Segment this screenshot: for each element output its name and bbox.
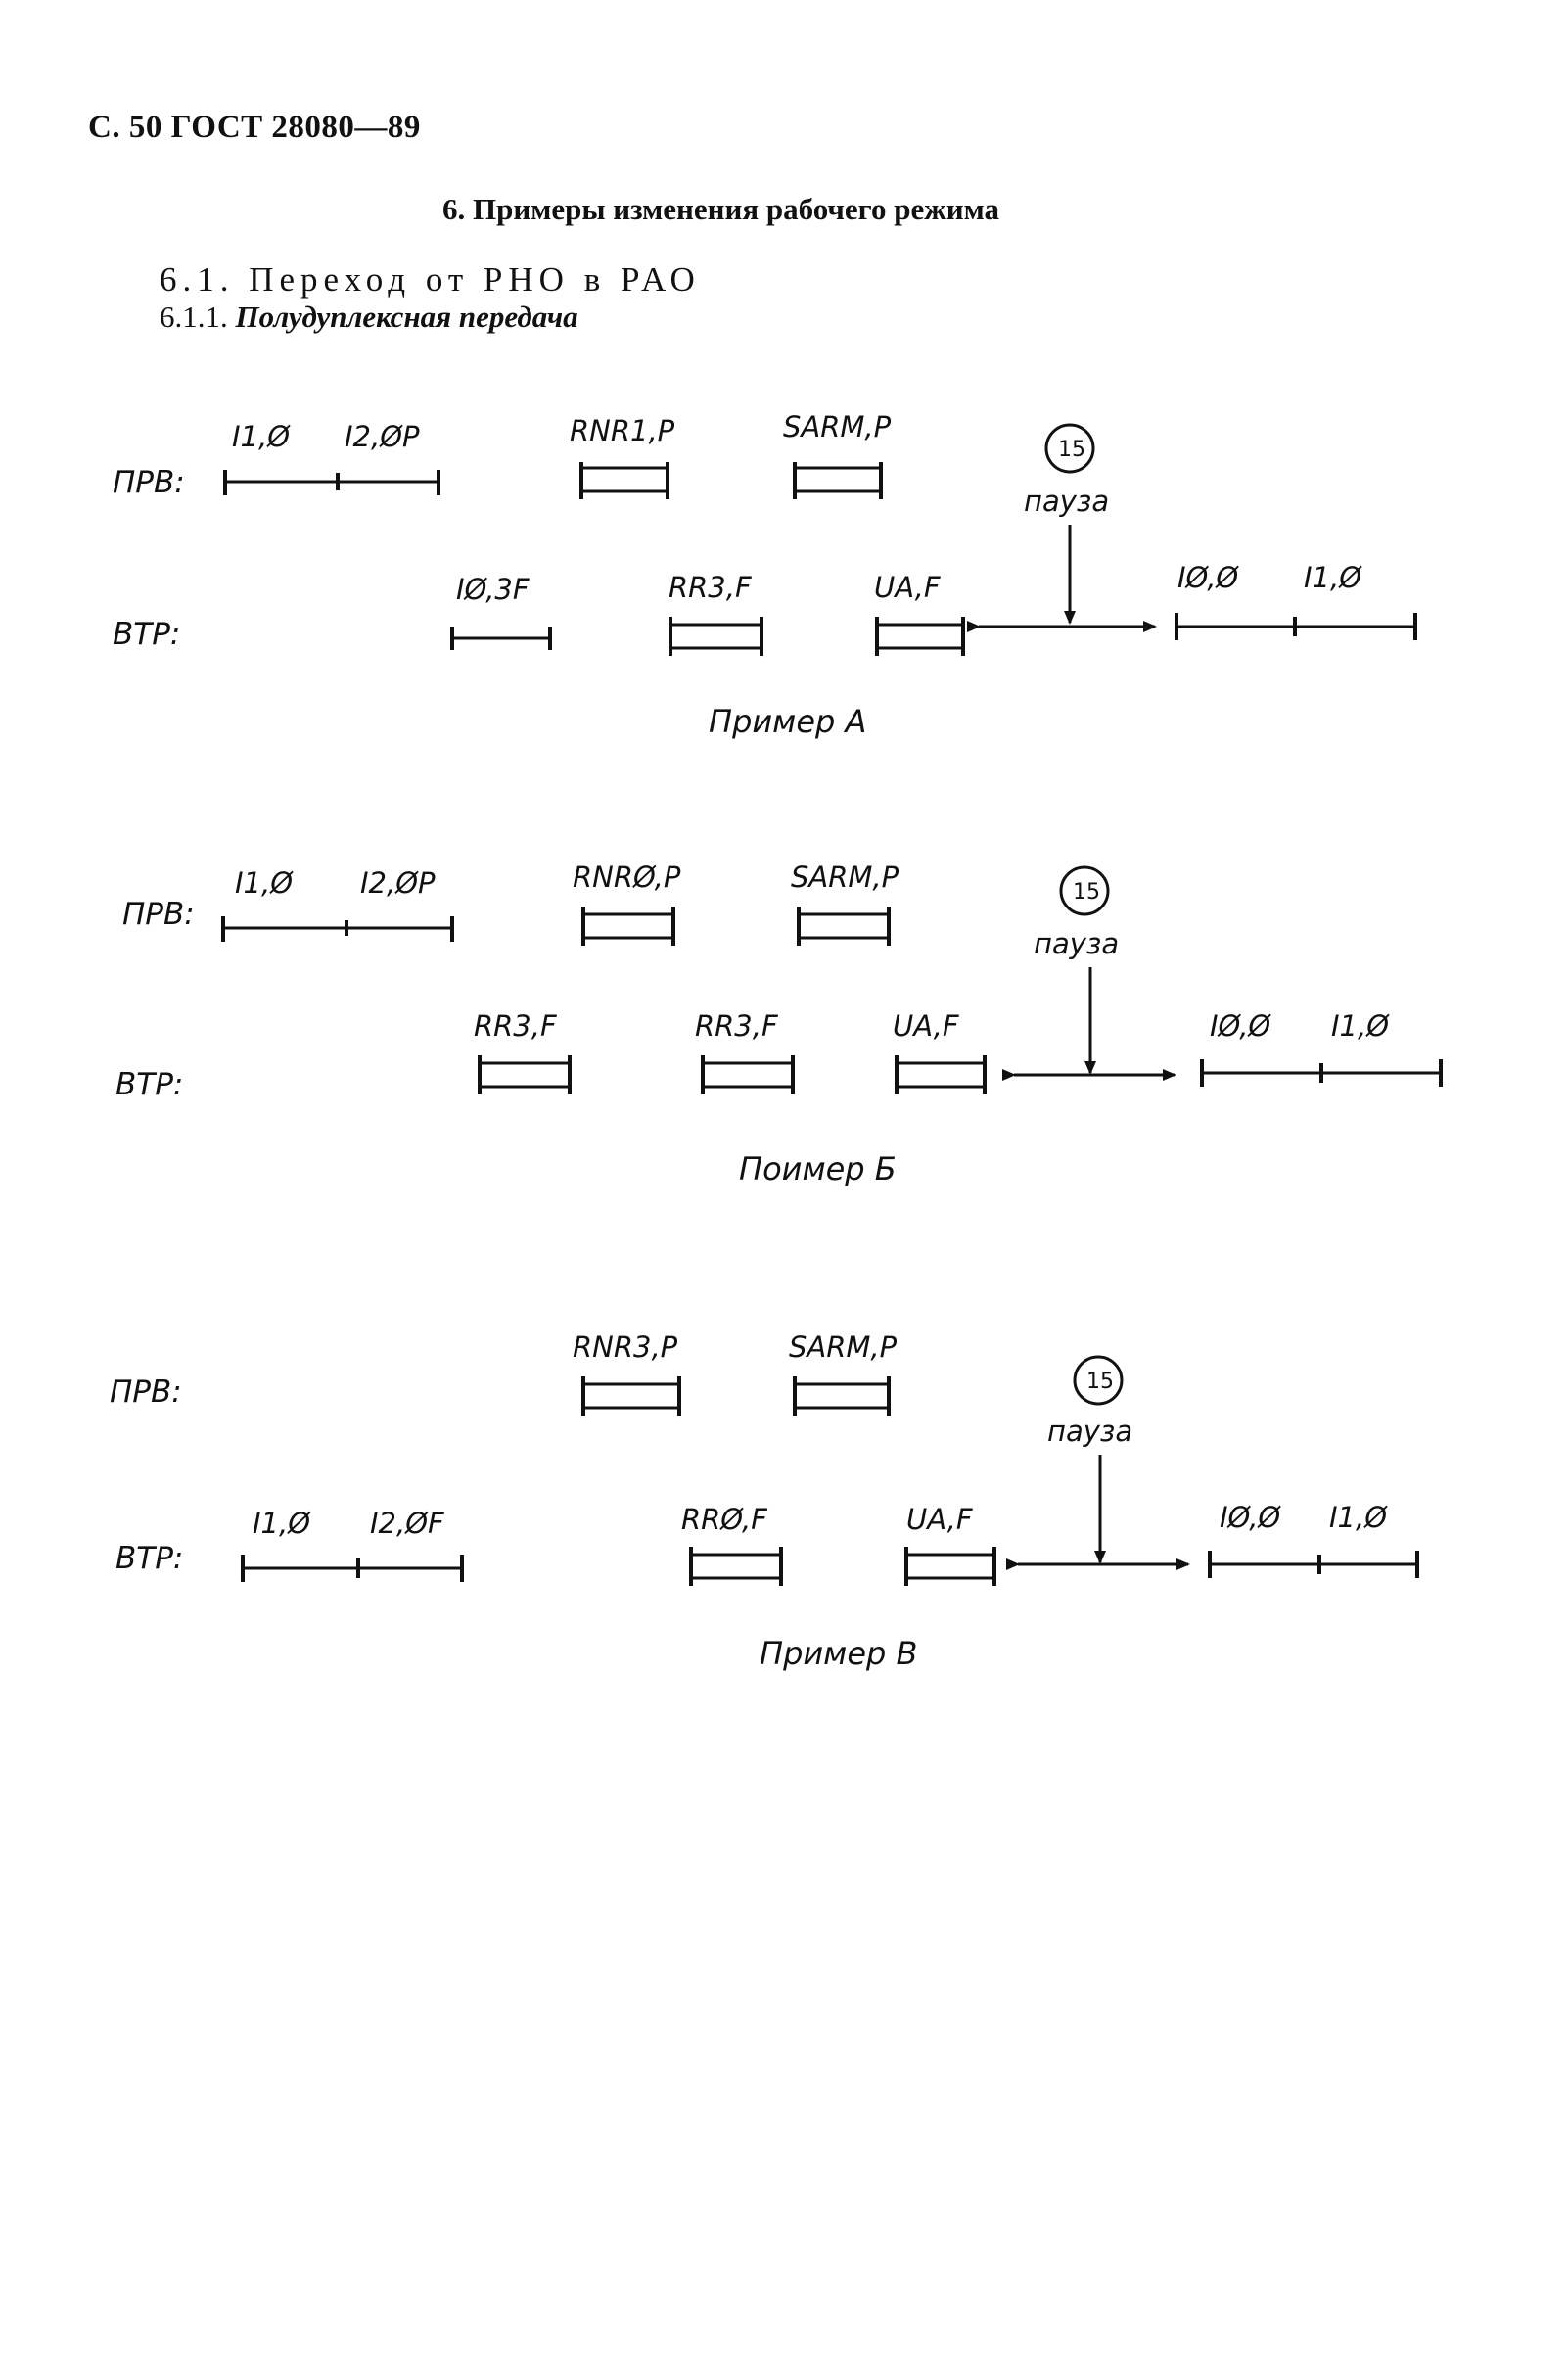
row-label-vtr: ВТР: [115,1541,183,1576]
frame-label: UA,F [906,1503,974,1536]
diagram-example-v: ПРВ: ВТР: RNR3,P SARM,P 15 пауза I1,Ø I2… [110,1330,1419,1672]
subsection-title: Переход от РНО в РАО [249,260,701,299]
frame-label: RR3,F [669,571,753,604]
row-label-vtr: ВТР: [113,617,180,652]
i-frame-sequence [1208,1551,1419,1578]
diagram-example-b: ПРВ: ВТР: I1,Ø I2,ØP RNRØ,P SARM,P 15 па… [115,860,1443,1187]
pause-circle [1073,1355,1124,1406]
frame-label: I1,Ø [1331,1009,1390,1043]
frame-label: I1,Ø [232,420,291,453]
pause-number: 15 [1086,1370,1114,1394]
pause-circle [1044,423,1095,474]
supervisory-frame-box [904,1547,996,1586]
subsubsection-heading: 6.1.1. Полудуплексная передача [160,300,578,335]
diagram-example-a: ПРВ: ВТР: I1,Ø I2,ØP RNR1,P SARM,P 15 па… [113,410,1417,740]
frame-label: IØ,Ø [1177,561,1239,594]
section-title: 6. Примеры изменения рабочего режима [442,192,999,226]
frame-label: IØ,3F [456,573,530,606]
subsection-heading: 6.1. Переход от РНО в РАО [160,260,701,300]
frame-label: I2,ØP [360,866,436,900]
example-caption: Пример А [709,703,866,740]
page-header: С. 50 ГОСТ 28080—89 [88,110,421,145]
frame-label: RR3,F [474,1009,558,1043]
pause-circle [1059,865,1110,916]
frame-label: I2,ØP [345,420,420,453]
supervisory-frame-box [793,1376,891,1416]
pause-label: пауза [1047,1415,1132,1448]
frame-label: I1,Ø [1329,1501,1388,1534]
frame-label: RRØ,F [681,1503,768,1536]
row-label-prv: ПРВ: [110,1374,182,1410]
row-label-vtr: ВТР: [115,1067,183,1102]
frame-label: IØ,Ø [1220,1501,1281,1534]
frame-label: I2,ØF [370,1507,445,1540]
subsubsection-number: 6.1.1. [160,300,228,334]
frame-label: I1,Ø [253,1507,311,1540]
frame-label: RR3,F [695,1009,779,1043]
frame-label: UA,F [893,1009,960,1043]
supervisory-frame-box [669,617,763,656]
frame-label: SARM,P [791,860,899,894]
pause-label: пауза [1034,927,1119,960]
frame-label: RNR3,P [573,1330,678,1364]
row-label-prv: ПРВ: [122,897,195,932]
i-frame-sequence [450,627,552,650]
supervisory-frame-box [689,1547,783,1586]
supervisory-frame-box [581,907,675,946]
pause-number: 15 [1073,880,1100,905]
supervisory-frame-box [895,1055,987,1094]
frame-label: SARM,P [783,410,892,443]
supervisory-frame-box [581,1376,681,1416]
example-caption: Пример В [760,1635,917,1672]
frame-label: RNR1,P [570,414,675,447]
supervisory-frame-box [478,1055,572,1094]
supervisory-frame-box [701,1055,795,1094]
supervisory-frame-box [797,907,891,946]
i-frame-sequence [1175,613,1417,640]
row-label-prv: ПРВ: [113,465,185,500]
supervisory-frame-box [793,462,883,499]
i-frame-sequence [221,916,454,942]
subsubsection-title: Полудуплексная передача [235,300,578,334]
frame-label: I1,Ø [1304,561,1362,594]
frame-label: I1,Ø [235,866,294,900]
i-frame-sequence [241,1555,464,1582]
supervisory-frame-box [875,617,965,656]
i-frame-sequence [1200,1059,1443,1087]
frame-label: SARM,P [789,1330,898,1364]
frame-label: RNRØ,P [573,860,681,894]
pause-number: 15 [1058,438,1085,462]
supervisory-frame-box [579,462,669,499]
frame-label: UA,F [874,571,942,604]
i-frame-sequence [223,470,440,495]
example-caption: Поимер Б [739,1150,897,1187]
frame-label: IØ,Ø [1210,1009,1271,1043]
subsection-number: 6.1. [160,260,235,299]
pause-label: пауза [1024,485,1109,518]
